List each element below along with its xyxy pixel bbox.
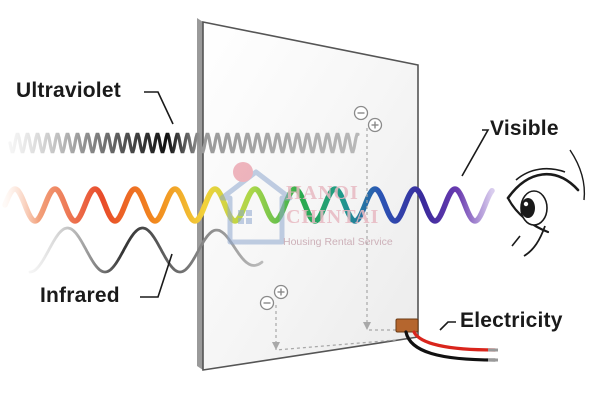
ir-arrowhead [272, 342, 280, 350]
visible-light-wave [2, 186, 495, 224]
glass-pane-edge [197, 18, 203, 370]
black-wire [404, 330, 497, 362]
watermark-line2: CHINTAI [286, 206, 380, 228]
uv-minus-terminal [353, 105, 369, 121]
ultraviolet-wave [8, 132, 360, 154]
electrical-connector [395, 318, 419, 333]
uv-plus-terminal [367, 117, 383, 133]
uv-arrowhead [363, 322, 371, 330]
electricity-label: Electricity [460, 309, 563, 332]
watermark-line1: HANOI [286, 182, 359, 204]
ir-plus-terminal [273, 284, 289, 300]
ultraviolet-label: Ultraviolet [16, 79, 121, 102]
watermark-tagline: Housing Rental Service [283, 236, 393, 248]
electricity-pointer [439, 321, 456, 331]
eye-icon [506, 149, 586, 257]
visible-pointer [461, 129, 490, 177]
infrared-wave [28, 226, 264, 274]
visible-label: Visible [490, 117, 559, 140]
watermark-logo [219, 162, 293, 245]
infrared-label: Infrared [40, 284, 120, 307]
ultraviolet-pointer [144, 91, 174, 125]
red-wire [412, 330, 497, 352]
infrared-pointer [140, 253, 173, 298]
uv-circuit-line [366, 128, 396, 331]
ir-minus-terminal [259, 295, 275, 311]
